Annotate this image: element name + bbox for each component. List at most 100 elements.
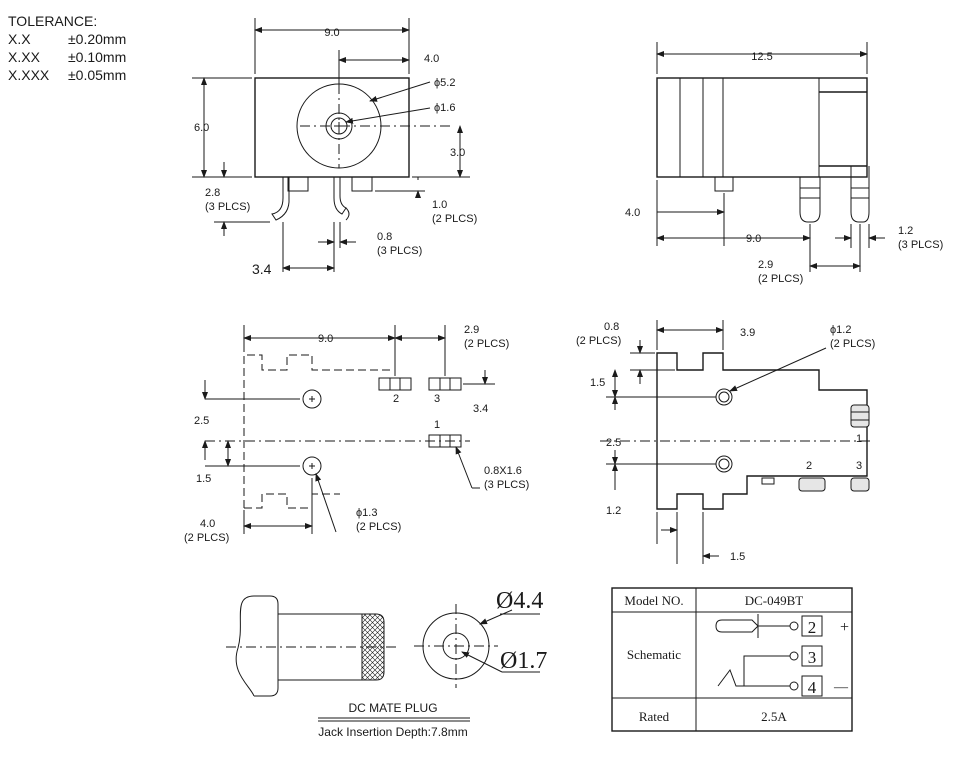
- front-view: 9.0 4.0 ϕ5.2 ϕ1.6 6.0 3.0 2.8 (3 PLCS) 1…: [192, 18, 477, 277]
- dim-edge-note: (2 PLCS): [184, 532, 229, 544]
- tolerance-format: X.X: [8, 31, 31, 47]
- jack-body-side: [656, 77, 868, 178]
- dim-pin-dia: ϕ1.6: [434, 102, 455, 114]
- bottom-view: 1 2 3 3.9 0.8 (2 PLCS) ϕ1.2 (2 PLCS) 1.5…: [576, 320, 875, 564]
- tolerance-block: TOLERANCE: X.X ±0.20mm X.XX ±0.10mm X.XX…: [8, 13, 126, 83]
- table-model-label: Model NO.: [624, 593, 683, 608]
- schematic-minus: —: [833, 680, 849, 695]
- front-lead-mid: [333, 177, 347, 215]
- footprint-outline-top: [243, 354, 390, 508]
- bottom-pin-3: 3: [856, 460, 862, 472]
- dim-slot: 0.8X1.6: [484, 465, 522, 477]
- dim-span: 3.9: [740, 327, 755, 339]
- plug-body: [254, 595, 279, 697]
- dim-hole-offset: 1.5: [196, 473, 211, 485]
- bottom-pin-1: 1: [856, 433, 862, 445]
- pad-3: [428, 377, 462, 391]
- plug-insertion-depth: Jack Insertion Depth:7.8mm: [318, 725, 467, 739]
- bottom-lead-3: [850, 477, 870, 492]
- schematic-plus: +: [840, 619, 849, 636]
- tolerance-value: ±0.10mm: [68, 49, 126, 65]
- tolerance-format: X.XXX: [8, 67, 50, 83]
- front-lead-left: [271, 177, 290, 221]
- dc-mate-plug: Ø4.4 Ø1.7 DC MATE PLUG Jack Insertion De…: [226, 588, 547, 739]
- dim-plug-inner: Ø1.7: [500, 648, 547, 674]
- pad-label-2: 2: [393, 393, 399, 405]
- pad-label-1: 1: [434, 419, 440, 431]
- tolerance-value: ±0.20mm: [68, 31, 126, 47]
- dim-pin-thickness-note: (2 PLCS): [432, 213, 477, 225]
- table-schematic-label: Schematic: [627, 647, 681, 662]
- pad-label-3: 3: [434, 393, 440, 405]
- footprint-outline-bottom: [244, 493, 340, 509]
- schematic-pin-2: 2: [808, 618, 817, 637]
- tolerance-format: X.XX: [8, 49, 41, 65]
- dim-pin-width: 0.8: [377, 231, 392, 243]
- pcb-footprint: 2 3 1 9.0 2.9 (2 PLCS) 3.4 2.5 1.5 0.8X1…: [184, 324, 529, 544]
- table-rated-value: 2.5A: [761, 709, 787, 724]
- dim-notch: 0.8: [604, 321, 619, 333]
- bottom-pin-2: 2: [806, 460, 812, 472]
- dim-hole-note: (2 PLCS): [356, 521, 401, 533]
- tolerance-title: TOLERANCE:: [8, 13, 97, 29]
- side-view: 12.5 4.0 9.0 1.2 (3 PLCS) 2.9 (2 PLCS): [625, 42, 943, 285]
- dim-hole-dia: ϕ1.3: [356, 507, 377, 519]
- dim-edge: 4.0: [200, 518, 215, 530]
- dim-pin-thickness: 1.0: [432, 199, 447, 211]
- jack-body-front: [254, 77, 410, 178]
- dim-slot-note: (3 PLCS): [484, 479, 529, 491]
- schematic-pin-3: 3: [808, 648, 817, 667]
- pad-1: [428, 434, 462, 448]
- tolerance-value: ±0.05mm: [68, 67, 126, 83]
- dim-pad-pitch: 2.9: [464, 324, 479, 336]
- spec-table: Model NO. DC-049BT Schematic Rated 2.5A …: [611, 587, 853, 732]
- table-model-value: DC-049BT: [745, 593, 804, 608]
- plug-title: DC MATE PLUG: [348, 701, 437, 715]
- jack-body-bottom: [656, 352, 868, 510]
- dim-boss-note: (2 PLCS): [830, 338, 875, 350]
- dim-outer-dia: ϕ5.2: [434, 77, 455, 89]
- dim-boss-spacing: 2.5: [606, 437, 621, 449]
- table-rated-label: Rated: [639, 709, 670, 724]
- dim-lead-width-note: (3 PLCS): [898, 239, 943, 251]
- mounting-hole: [302, 389, 322, 409]
- front-pin: [351, 176, 373, 192]
- dim-top-offset: 1.5: [590, 377, 605, 389]
- bottom-lead-1: [850, 404, 870, 428]
- dim-lead-gap: 2.9: [758, 259, 773, 271]
- dim-notch-width: 1.5: [730, 551, 745, 563]
- dim-pad-pitch-note: (2 PLCS): [464, 338, 509, 350]
- dim-pin-offset: 4.0: [625, 207, 640, 219]
- dim-offset: 4.0: [424, 53, 439, 65]
- bottom-lead-2: [798, 477, 826, 492]
- pad-2: [378, 377, 412, 391]
- dim-bottom-offset: 1.2: [606, 505, 621, 517]
- dim-boss-dia: ϕ1.2: [830, 324, 851, 336]
- dim-center-height: 3.0: [450, 147, 465, 159]
- mounting-hole: [302, 456, 322, 476]
- dim-plug-outer: Ø4.4: [496, 588, 543, 614]
- dim-row-height: 2.5: [194, 415, 209, 427]
- schematic-pin-4: 4: [808, 678, 817, 697]
- dim-height: 6.0: [194, 122, 209, 134]
- dim-lead-gap-note: (2 PLCS): [758, 273, 803, 285]
- dim-notch-note: (2 PLCS): [576, 335, 621, 347]
- boss: [715, 388, 733, 406]
- schematic-symbol: 2 + 3 4 —: [715, 614, 849, 697]
- dim-width: 9.0: [324, 27, 339, 39]
- boss: [715, 455, 733, 473]
- front-pin: [287, 176, 309, 192]
- side-lead: [850, 166, 870, 223]
- dim-pin-height: 2.8: [205, 187, 220, 199]
- side-lead: [799, 177, 821, 223]
- dim-length: 12.5: [751, 51, 772, 63]
- dim-pad-height: 3.4: [473, 403, 488, 415]
- dim-pin-position: 9.0: [746, 233, 761, 245]
- dim-pin-height-note: (3 PLCS): [205, 201, 250, 213]
- dim-footprint-width: 9.0: [318, 333, 333, 345]
- dim-lead-width: 1.2: [898, 225, 913, 237]
- dim-pin-pitch: 3.4: [252, 261, 272, 277]
- dim-pin-width-note: (3 PLCS): [377, 245, 422, 257]
- schematic-pin: [715, 619, 759, 633]
